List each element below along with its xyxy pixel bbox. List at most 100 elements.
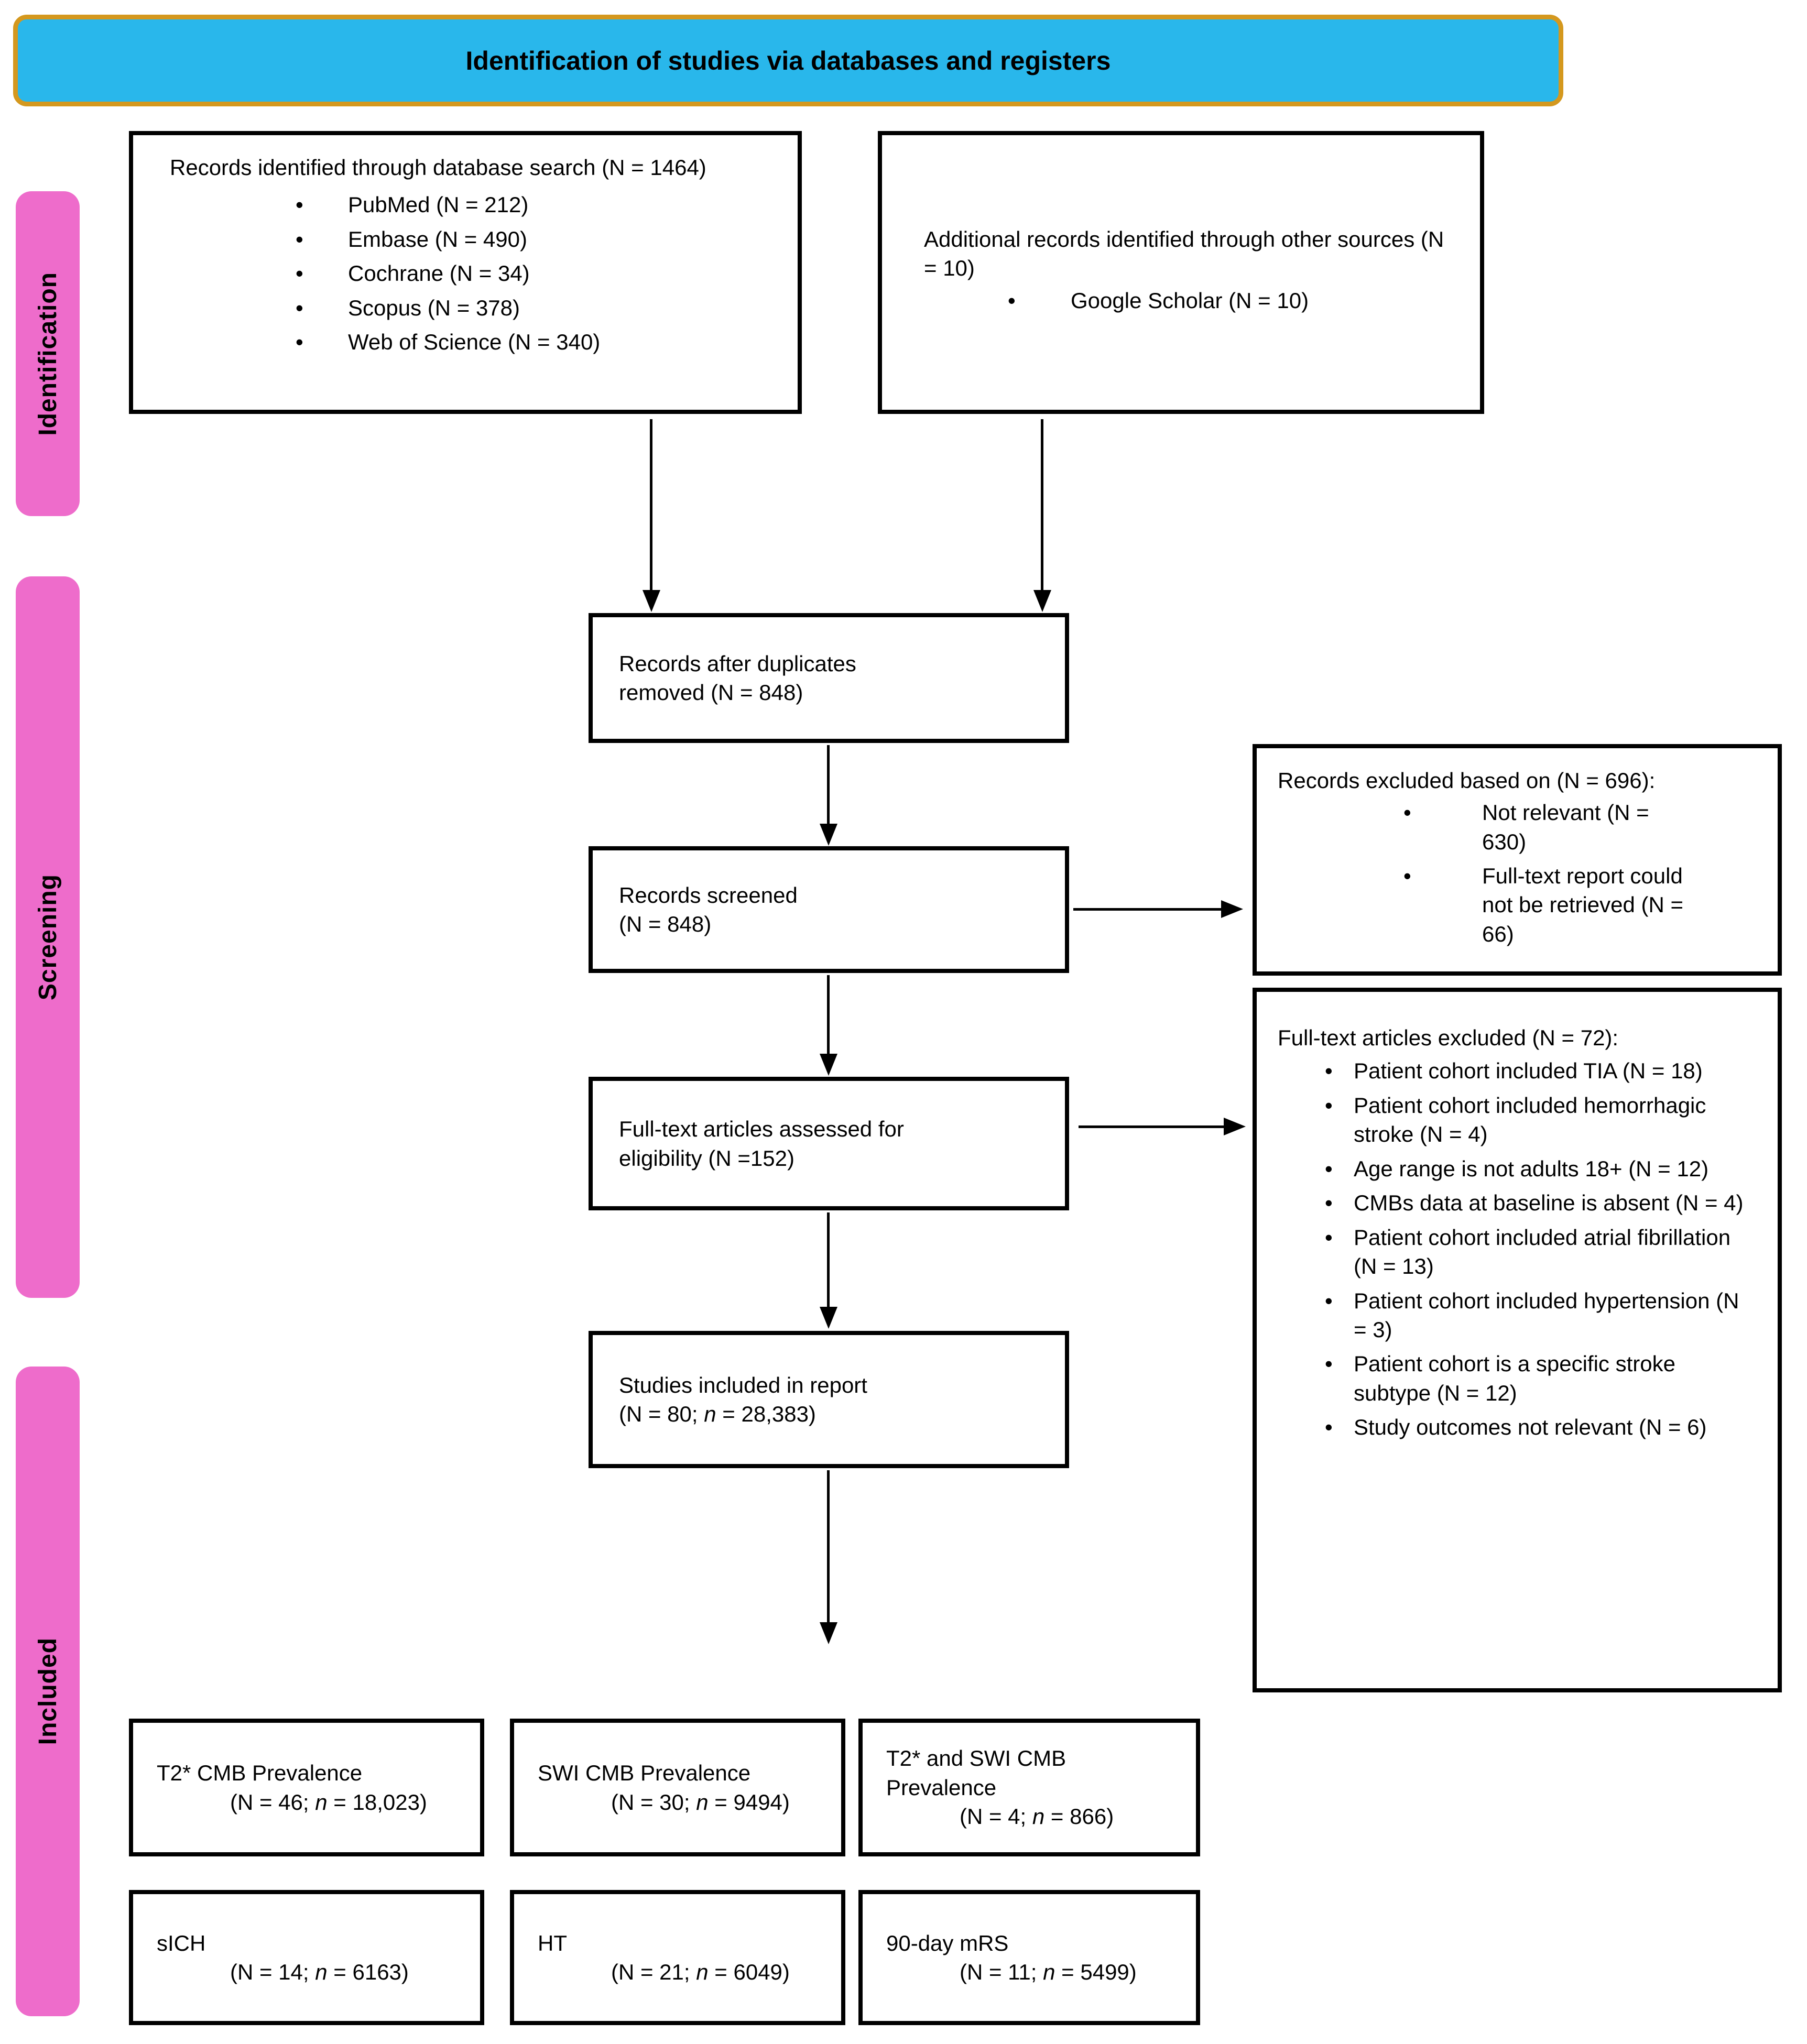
- box-fulltext-excluded: Full-text articles excluded (N = 72): •P…: [1253, 988, 1782, 1692]
- stage-bar-screening: Screening: [16, 576, 80, 1298]
- bullet-icon: •: [296, 295, 303, 320]
- bullet-item: • Study outcomes not relevant (N = 6): [1325, 1413, 1757, 1441]
- bullet-item: • PubMed (N = 212): [296, 190, 730, 219]
- fulltext-excluded-title: Full-text articles excluded (N = 72):: [1278, 1025, 1619, 1050]
- bullet-icon: •: [296, 192, 303, 217]
- box-t2-cmb-prevalence: T2* CMB Prevalence (N = 46; n = 18,023): [129, 1719, 484, 1856]
- bullet-text: Patient cohort included atrial fibrillat…: [1354, 1225, 1731, 1279]
- bullet-item: •Not relevant (N = 630): [1403, 798, 1689, 856]
- box-swi-cmb-prevalence: SWI CMB Prevalence (N = 30; n = 9494): [510, 1719, 845, 1856]
- other-sources-list: • Google Scholar (N = 10): [1008, 286, 1459, 320]
- swi-stats: (N = 30; n = 9494): [611, 1788, 841, 1817]
- stage-bar-included: Included: [16, 1367, 80, 2016]
- studies-included-stats: (N = 80; n = 28,383): [619, 1400, 1065, 1428]
- arrowhead-right-icon: [1221, 900, 1243, 918]
- arrow-other-to-dedup: [1041, 419, 1043, 591]
- box-database-records-title: Records identified through database sear…: [170, 155, 706, 180]
- box-studies-included: Studies included in report (N = 80; n = …: [589, 1331, 1069, 1468]
- mrs-title: 90-day mRS: [886, 1930, 1009, 1955]
- arrowhead-down-icon: [820, 1307, 837, 1329]
- t2-title: T2* CMB Prevalence: [157, 1761, 363, 1786]
- stats-n: n: [315, 1789, 328, 1815]
- bullet-item: • Cochrane (N = 34): [296, 259, 730, 288]
- bullet-text: CMBs data at baseline is absent (N = 4): [1354, 1190, 1744, 1216]
- bullet-text: Study outcomes not relevant (N = 6): [1354, 1415, 1707, 1440]
- stage-label-included: Included: [34, 1637, 62, 1745]
- records-excluded-list: •Not relevant (N = 630)•Full-text report…: [1403, 798, 1689, 954]
- bullet-text: Google Scholar (N = 10): [1071, 288, 1309, 313]
- bullet-text: Embase (N = 490): [348, 226, 527, 252]
- stats-n: n: [315, 1960, 328, 1984]
- bullet-item: • Patient cohort included hypertension (N…: [1325, 1286, 1757, 1345]
- ht-stats: (N = 21; n = 6049): [611, 1958, 841, 1986]
- bullet-icon: •: [296, 261, 303, 286]
- stats-post: = 6163): [327, 1960, 409, 1984]
- records-excluded-title: Records excluded based on (N = 696):: [1278, 768, 1656, 793]
- box-90-day-mrs: 90-day mRS (N = 11; n = 5499): [858, 1890, 1200, 2025]
- duplicates-removed-line1: Records after duplicates: [619, 651, 856, 676]
- bullet-item: • CMBs data at baseline is absent (N = 4): [1325, 1188, 1757, 1217]
- fulltext-assessed-line2: eligibility (N =152): [619, 1145, 794, 1171]
- bullet-icon: •: [296, 226, 303, 252]
- bullet-item: • Patient cohort is a specific stroke sub…: [1325, 1349, 1757, 1407]
- bullet-text: Age range is not adults 18+ (N = 12): [1354, 1156, 1709, 1181]
- bullet-text: Patient cohort included TIA (N = 18): [1354, 1058, 1703, 1084]
- banner-title: Identification of studies via databases …: [465, 46, 1111, 75]
- box-records-excluded: Records excluded based on (N = 696): •No…: [1253, 744, 1782, 976]
- bullet-icon: •: [1325, 1415, 1333, 1440]
- records-screened-line2: (N = 848): [619, 912, 712, 936]
- bullet-icon: •: [1325, 1351, 1333, 1376]
- stage-bar-identification: Identification: [16, 191, 80, 516]
- arrow-screened-to-excluded: [1073, 908, 1223, 911]
- bullet-icon: •: [1325, 1225, 1333, 1250]
- bullet-item: • Patient cohort included atrial fibrilla…: [1325, 1223, 1757, 1281]
- stats-post: = 5499): [1055, 1960, 1137, 1984]
- bullet-text: Web of Science (N = 340): [348, 330, 601, 355]
- box-records-screened: Records screened (N = 848): [589, 846, 1069, 973]
- arrow-assessed-to-excluded: [1079, 1125, 1225, 1128]
- bullet-text: PubMed (N = 212): [348, 192, 529, 217]
- bullet-item: • Scopus (N = 378): [296, 293, 730, 322]
- box-ht: HT (N = 21; n = 6049): [510, 1890, 845, 2025]
- arrowhead-down-icon: [1033, 590, 1051, 612]
- bullet-item: • Embase (N = 490): [296, 225, 730, 254]
- bullet-text: Patient cohort is a specific stroke subt…: [1354, 1351, 1675, 1405]
- box-other-sources: Additional records identified through ot…: [878, 131, 1484, 414]
- bullet-icon: •: [1325, 1288, 1333, 1313]
- bullet-item: •Age range is not adults 18+ (N = 12): [1325, 1154, 1757, 1183]
- box-t2-and-swi-cmb-prevalence: T2* and SWI CMB Prevalence (N = 4; n = 8…: [858, 1719, 1200, 1856]
- arrow-assessed-to-studies: [827, 1212, 830, 1308]
- arrow-studies-to-outcomes: [827, 1470, 830, 1623]
- database-records-list: • PubMed (N = 212) • Embase (N = 490) • Cochr…: [296, 190, 730, 356]
- stats-post: = 9494): [708, 1789, 790, 1815]
- bullet-item: • Patient cohort included TIA (N = 18): [1325, 1056, 1757, 1085]
- bullet-text: Scopus (N = 378): [348, 295, 520, 320]
- stats-pre: (N = 11;: [960, 1960, 1043, 1984]
- arrowhead-down-icon: [820, 824, 837, 846]
- records-screened-line1: Records screened: [619, 882, 798, 908]
- bullet-text: Cochrane (N = 34): [348, 261, 530, 286]
- box-duplicates-removed: Records after duplicates removed (N = 84…: [589, 613, 1069, 743]
- stage-label-identification: Identification: [34, 271, 62, 436]
- bullet-icon: •: [296, 330, 303, 355]
- box-sich: sICH (N = 14; n = 6163): [129, 1890, 484, 2025]
- stats-post: = 18,023): [327, 1789, 427, 1815]
- arrowhead-down-icon: [820, 1054, 837, 1076]
- ht-title: HT: [538, 1930, 567, 1955]
- t2-stats: (N = 46; n = 18,023): [230, 1788, 480, 1817]
- arrow-dedup-to-screened: [827, 745, 830, 825]
- bullet-icon: •: [1325, 1058, 1333, 1084]
- box-fulltext-assessed: Full-text articles assessed for eligibil…: [589, 1077, 1069, 1210]
- bullet-icon: •: [1325, 1190, 1333, 1216]
- bullet-item: •Patient cohort included hemorrhagic str…: [1325, 1091, 1757, 1149]
- box-database-records: Records identified through database sear…: [129, 131, 802, 414]
- bullet-text: Patient cohort included hypertension (N …: [1354, 1288, 1739, 1342]
- stats-pre: (N = 4;: [960, 1804, 1032, 1829]
- t2swi-title-line2: Prevalence: [886, 1775, 997, 1800]
- arrowhead-down-icon: [643, 590, 660, 612]
- t2swi-stats: (N = 4; n = 866): [960, 1802, 1196, 1831]
- bullet-item: • Web of Science (N = 340): [296, 327, 730, 356]
- bullet-icon: •: [1008, 288, 1016, 313]
- stats-n: n: [1043, 1960, 1055, 1984]
